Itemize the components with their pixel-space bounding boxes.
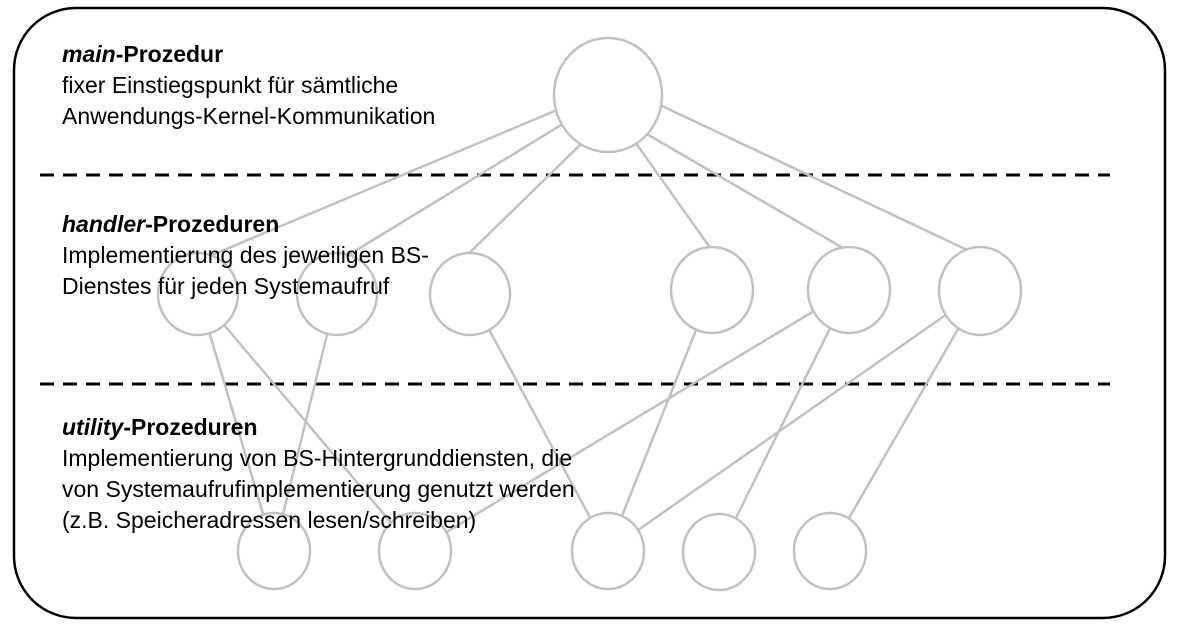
handler-6-node [937, 245, 1023, 337]
handler-1-node [156, 251, 240, 337]
handler-section-title-italic: handler [62, 211, 146, 237]
utility-section-description-line: von Systemaufrufimplementierung genutzt … [62, 476, 575, 502]
main-section-title: main-Prozedur [62, 39, 435, 70]
handler-4-node [669, 245, 755, 335]
handler-section-title: handler-Prozeduren [62, 209, 429, 240]
main-to-handler-3-connector [459, 144, 581, 263]
handler-1-to-utility-1-connector [196, 293, 276, 552]
utility-section-description-line: Implementierung von BS-Hintergrunddienst… [62, 445, 573, 471]
utility-2-node [377, 511, 453, 591]
handler-section-label: handler-Prozeduren Implementierung des j… [62, 209, 429, 302]
utility-3-node [570, 511, 646, 591]
handler-5-to-utility-4-connector [717, 289, 851, 553]
utility-section-label: utility-Prozeduren Implementierung von B… [62, 412, 575, 536]
handler-section-description-line: Implementierung des jeweiligen BS- [62, 242, 429, 268]
handler-section-description-line: Dienstes für jeden Systemaufruf [62, 273, 390, 299]
handler-4-to-utility-3-connector [606, 289, 714, 552]
main-to-handler-6-connector [659, 103, 981, 258]
utility-4-node [681, 512, 757, 592]
handler-5-to-utility-2-connector [414, 288, 850, 553]
handler-2-node [295, 251, 379, 337]
diagram-frame [12, 6, 1167, 620]
utility-section-title: utility-Prozeduren [62, 412, 575, 443]
main-section-description-line: Anwendungs-Kernel-Kommunikation [62, 103, 436, 129]
handler-2-to-utility-1-connector [272, 293, 339, 552]
main-section-description-line: fixer Einstiegspunkt für sämtliche [62, 72, 399, 98]
handler-5-node [806, 245, 892, 335]
main-to-handler-5-connector [644, 131, 856, 257]
handler-section-title-rest: -Prozeduren [145, 211, 280, 237]
main-section-label: main-Prozedur fixer Einstiegspunkt für s… [62, 39, 435, 132]
utility-section-title-rest: -Prozeduren [123, 414, 258, 440]
main-to-handler-1-connector [204, 108, 558, 260]
utility-section-title-italic: utility [62, 414, 124, 440]
utility-section-description-line: (z.B. Speicheradressen lesen/schreiben) [62, 507, 477, 533]
main-to-handler-4-connector [633, 141, 718, 257]
main-to-handler-2-connector [336, 120, 567, 264]
handler-6-to-utility-5-connector [828, 290, 982, 552]
main-node [552, 36, 664, 154]
main-section-title-italic: main [62, 41, 116, 67]
handler-3-to-utility-3-connector [468, 293, 610, 552]
utility-1-node [236, 511, 312, 591]
handler-3-node [428, 251, 512, 337]
handler-6-to-utility-3-connector [607, 289, 981, 553]
utility-5-node [792, 511, 868, 591]
main-section-title-rest: -Prozedur [115, 41, 224, 67]
